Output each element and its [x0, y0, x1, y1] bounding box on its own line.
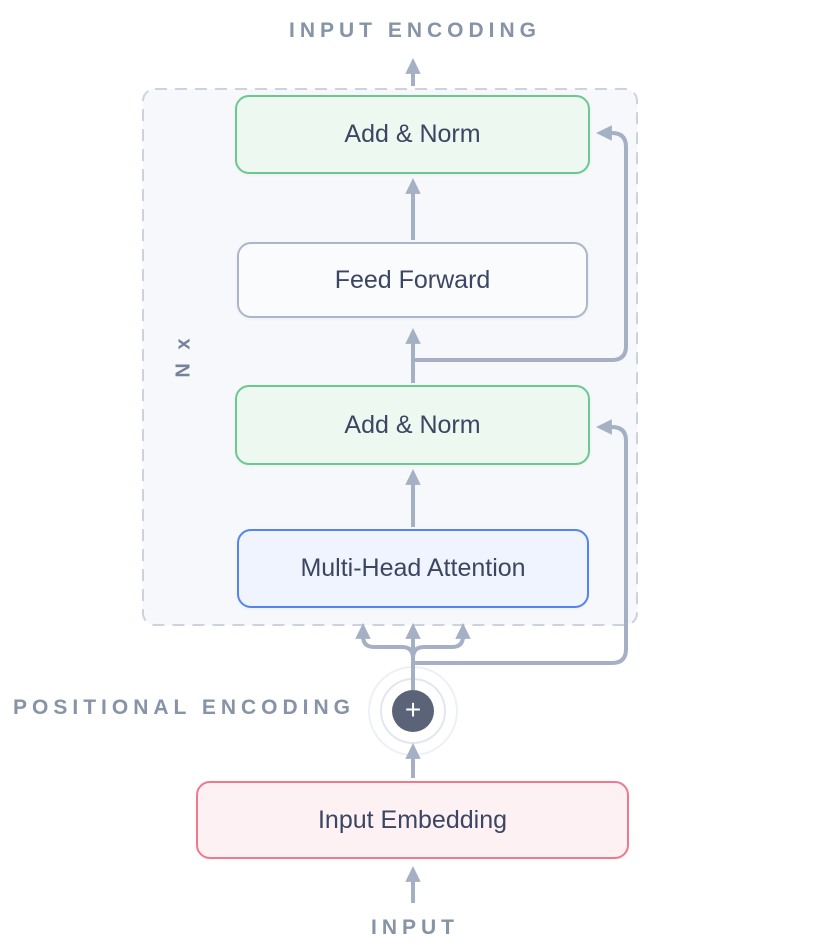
arrow-attention-input-left — [355, 623, 415, 659]
residual-connection-attention — [413, 419, 628, 665]
plus-icon: + — [404, 694, 422, 725]
arrow-attention-input-right — [411, 623, 471, 659]
repeat-n-times-label: N x — [172, 334, 195, 378]
block-add-norm-bottom: Add & Norm — [235, 385, 590, 465]
residual-connection-feedforward — [413, 125, 628, 362]
block-input-embedding: Input Embedding — [196, 781, 629, 859]
block-multi-head-attention-label: Multi-Head Attention — [300, 554, 526, 582]
input-label: INPUT — [371, 916, 459, 939]
encoder-repeat-container — [142, 88, 638, 626]
input-encoding-label: INPUT ENCODING — [288, 19, 541, 42]
block-feed-forward-label: Feed Forward — [334, 265, 491, 294]
block-feed-forward: Feed Forward — [237, 242, 588, 318]
block-add-norm-bottom-label: Add & Norm — [344, 410, 481, 439]
positional-encoding-label: POSITIONAL ENCODING — [13, 696, 355, 719]
block-input-embedding-label: Input Embedding — [317, 805, 508, 834]
block-add-norm-top: Add & Norm — [235, 95, 590, 174]
block-multi-head-attention: Multi-Head Attention — [237, 529, 589, 608]
positional-add-circle: + — [392, 690, 434, 732]
block-add-norm-top-label: Add & Norm — [344, 120, 481, 148]
